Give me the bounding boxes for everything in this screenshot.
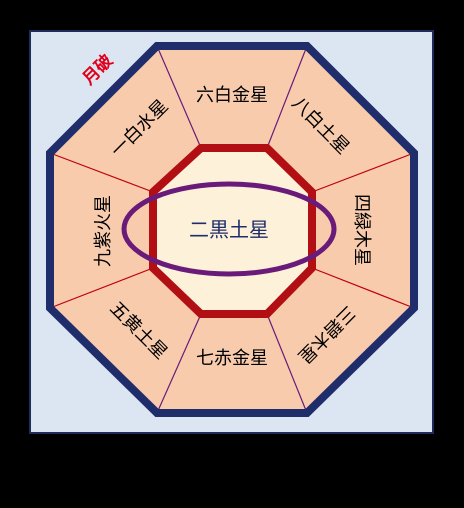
sector-bottom	[157, 314, 307, 413]
sector-label-bottom: 七赤金星	[196, 348, 268, 369]
sector-divider	[49, 267, 154, 309]
sector-label-top: 六白金星	[196, 85, 268, 106]
sector-divider	[311, 267, 415, 309]
sector-divider	[311, 152, 415, 193]
sector-left	[50, 153, 153, 308]
divider-group	[49, 45, 415, 414]
sector-divider	[266, 313, 308, 414]
sector-label-right: 四緑木星	[351, 194, 372, 266]
sector-divider	[49, 152, 154, 193]
sector-right	[312, 153, 414, 308]
sector-bottom-right	[267, 268, 414, 413]
sector-divider	[156, 45, 202, 149]
sector-group	[50, 46, 414, 413]
sector-bottom-left	[50, 268, 201, 413]
sector-divider	[156, 313, 202, 414]
center-star-label: 二黒土星	[189, 218, 269, 242]
sector-label-left: 九紫火星	[93, 195, 114, 267]
sector-divider	[266, 45, 308, 149]
outer-octagon-border	[46, 42, 418, 417]
sector-top-left	[50, 46, 201, 192]
sector-top	[157, 46, 307, 148]
center-ellipse	[121, 181, 337, 277]
sector-top-right	[267, 46, 414, 192]
